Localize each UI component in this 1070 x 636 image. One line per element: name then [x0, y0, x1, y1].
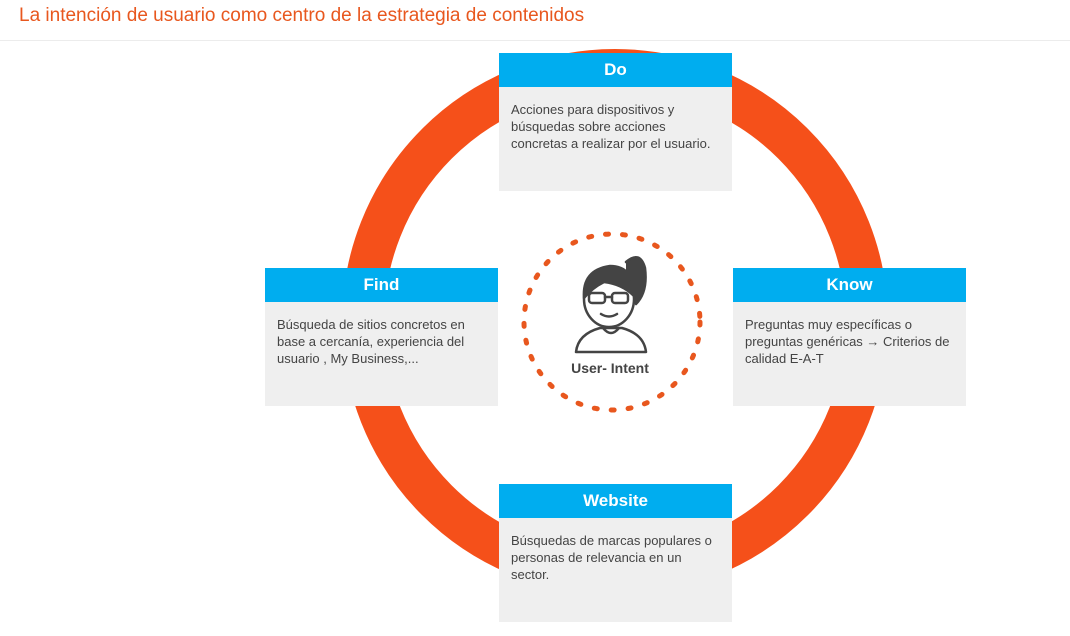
card-find-title: Find	[265, 268, 498, 302]
card-do: Do Acciones para dispositivos y búsqueda…	[499, 53, 732, 191]
card-website-title: Website	[499, 484, 732, 518]
card-do-body: Acciones para dispositivos y búsquedas s…	[511, 102, 711, 151]
card-find-body: Búsqueda de sitios concretos en base a c…	[277, 317, 465, 366]
card-website-body: Búsquedas de marcas populares o personas…	[511, 533, 712, 582]
center-label: User- Intent	[571, 360, 649, 376]
card-do-title: Do	[499, 53, 732, 87]
card-know: Know Preguntas muy específicas o pregunt…	[733, 268, 966, 406]
card-find: Find Búsqueda de sitios concretos en bas…	[265, 268, 498, 406]
card-know-body: Preguntas muy específicas o preguntas ge…	[745, 317, 950, 366]
card-know-title: Know	[733, 268, 966, 302]
woman-avatar-icon	[574, 255, 648, 354]
card-website: Website Búsquedas de marcas populares o …	[499, 484, 732, 622]
page-title: La intención de usuario como centro de l…	[19, 5, 585, 26]
title-divider	[0, 40, 1070, 41]
dotted-circle	[521, 231, 703, 413]
